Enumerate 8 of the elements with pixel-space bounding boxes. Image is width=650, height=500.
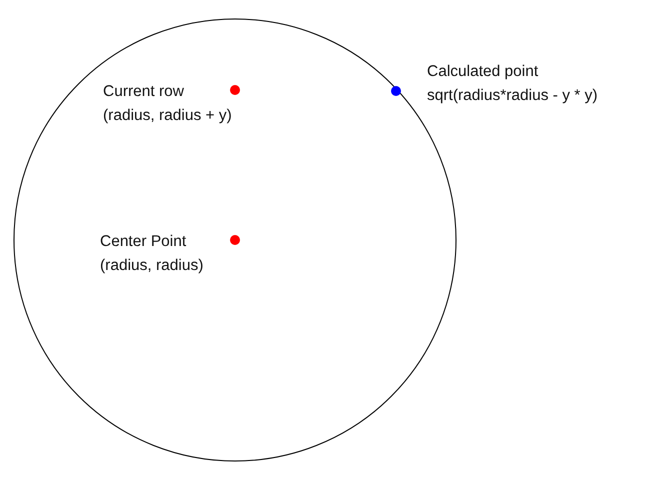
point-label: Calculated point bbox=[427, 63, 538, 81]
coordinate-formula: (radius, radius) bbox=[100, 257, 204, 275]
coordinate-formula: (radius, radius + y) bbox=[103, 107, 232, 125]
point-label: Center Point bbox=[100, 233, 186, 251]
point-marker bbox=[229, 234, 241, 246]
point-marker bbox=[229, 84, 241, 96]
point-label: Current row bbox=[103, 83, 184, 101]
coordinate-formula: sqrt(radius*radius - y * y) bbox=[427, 87, 598, 105]
